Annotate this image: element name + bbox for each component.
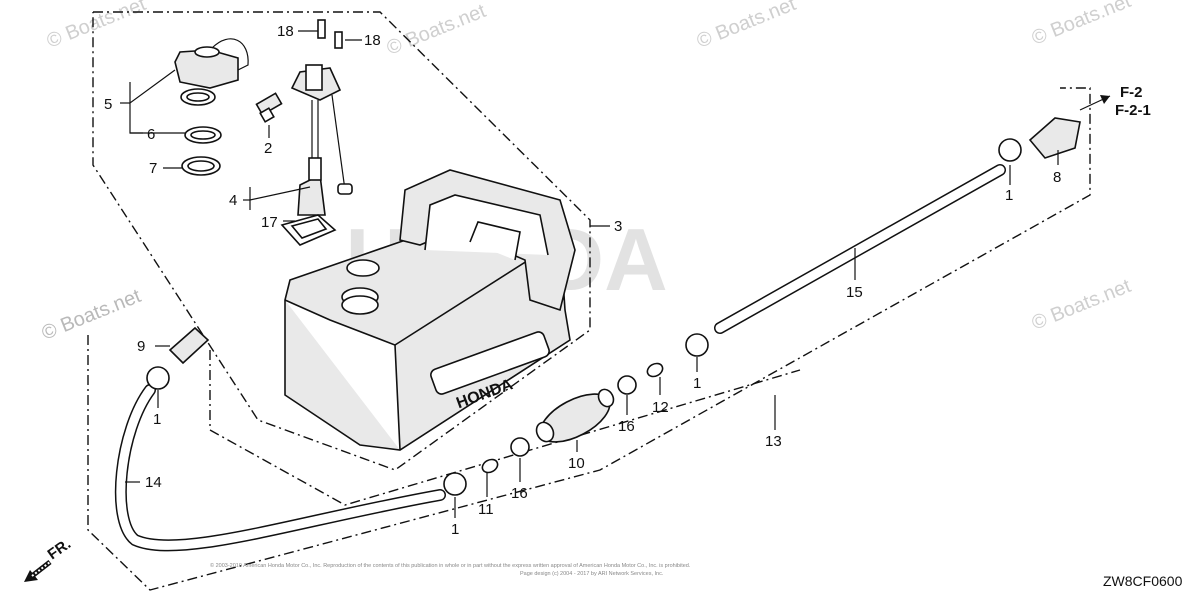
fuel-nipple	[255, 92, 283, 123]
callout-4: 4	[229, 192, 237, 209]
callout-12: 12	[652, 399, 669, 416]
copyright-line: © 2003-2019 American Honda Motor Co., In…	[210, 562, 691, 569]
front-direction-text: FR.	[45, 535, 75, 563]
watermark: © Boats.net	[384, 0, 490, 60]
assembly-outline-hose-inner	[209, 350, 801, 506]
watermark: © Boats.net	[1029, 275, 1135, 335]
callout-7: 7	[149, 160, 157, 177]
copyright-line: Page design (c) 2004 - 2017 by ARI Netwo…	[520, 571, 664, 577]
callout-14: 14	[145, 474, 162, 491]
front-direction-indicator: FR.	[24, 535, 74, 582]
fuel-tank: HONDA	[284, 169, 576, 451]
callout-17: 17	[261, 214, 278, 231]
callout-10: 10	[568, 455, 585, 472]
callout-1: 1	[451, 521, 459, 538]
callouts: 18 18 5 6 7 2 4 17 3 1 8 15 9 1 14 1 1 1…	[104, 23, 1061, 538]
fuel-cap-assembly	[174, 38, 249, 176]
watermark: © Boats.net	[1029, 0, 1135, 50]
ref-code: F-2	[1120, 84, 1143, 101]
watermark: © Boats.net	[39, 285, 145, 345]
callout-13: 13	[765, 433, 782, 450]
callout-16: 16	[511, 485, 528, 502]
callout-1: 1	[1005, 187, 1013, 204]
callout-9: 9	[137, 338, 145, 355]
reference-codes: F-2 F-2-1	[1079, 84, 1151, 119]
callout-18: 18	[277, 23, 294, 40]
callout-8: 8	[1053, 169, 1061, 186]
callout-16: 16	[618, 418, 635, 435]
drawing-code: ZW8CF0600	[1103, 573, 1183, 589]
callout-6: 6	[147, 126, 155, 143]
primer-bulb-assembly	[146, 117, 1081, 496]
watermark: © Boats.net	[694, 0, 800, 53]
callout-18: 18	[364, 32, 381, 49]
assembly-outline-hose	[87, 87, 1091, 591]
ref-code: F-2-1	[1115, 102, 1151, 119]
callout-5: 5	[104, 96, 112, 113]
leader-lines	[120, 30, 1059, 518]
callout-3: 3	[614, 218, 622, 235]
watermark: © Boats.net	[44, 0, 150, 53]
callout-11: 11	[478, 501, 494, 518]
fuel-hoses	[114, 164, 1006, 552]
callout-1: 1	[693, 375, 701, 392]
callout-2: 2	[264, 140, 272, 157]
callout-15: 15	[846, 284, 863, 301]
fuel-gauge-assembly	[280, 19, 353, 246]
callout-1: 1	[153, 411, 161, 428]
